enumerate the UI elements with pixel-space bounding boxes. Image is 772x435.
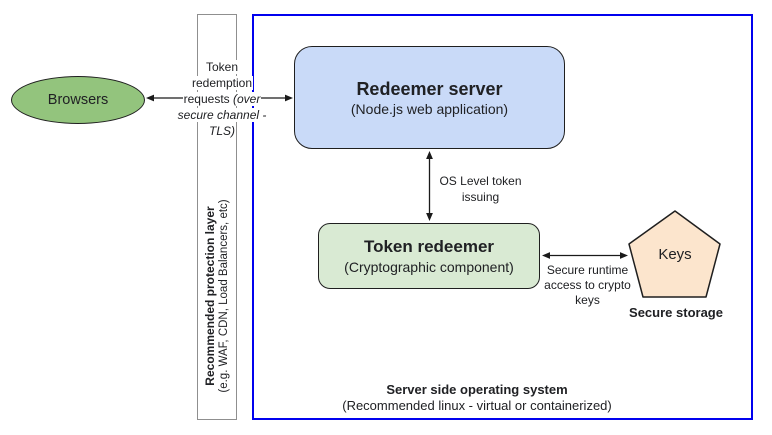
protection-layer-label: Recommended protection layer (e.g. WAF, … [203, 199, 231, 392]
redeemer-server-title: Redeemer server [356, 78, 503, 99]
browsers-node: Browsers [11, 76, 145, 124]
browsers-label: Browsers [47, 92, 109, 108]
token-redeemer-subtitle: (Cryptographic component) [344, 259, 514, 275]
protection-layer-title: Recommended protection layer [203, 206, 217, 386]
protection-layer-subtitle: (e.g. WAF, CDN, Load Balancers, etc) [218, 199, 230, 393]
token-redeemer-node: Token redeemer (Cryptographic component) [318, 223, 540, 289]
secure-runtime-access-label: Secure runtime access to crypto keys [543, 263, 632, 307]
token-redeemer-title: Token redeemer [363, 237, 495, 256]
server-os-caption: Server side operating system (Recommende… [341, 382, 613, 413]
secure-storage-caption: Secure storage [629, 305, 723, 320]
protection-layer-box: Recommended protection layer (e.g. WAF, … [197, 14, 237, 420]
token-redemption-requests-label: Token redemption requests (over secure c… [176, 60, 268, 138]
os-level-token-issuing-label: OS Level token issuing [438, 174, 523, 204]
redeemer-server-node: Redeemer server (Node.js web application… [294, 46, 565, 149]
server-os-boundary-box [252, 14, 753, 420]
redeemer-server-subtitle: (Node.js web application) [350, 100, 509, 117]
keys-label: Keys [658, 246, 692, 263]
